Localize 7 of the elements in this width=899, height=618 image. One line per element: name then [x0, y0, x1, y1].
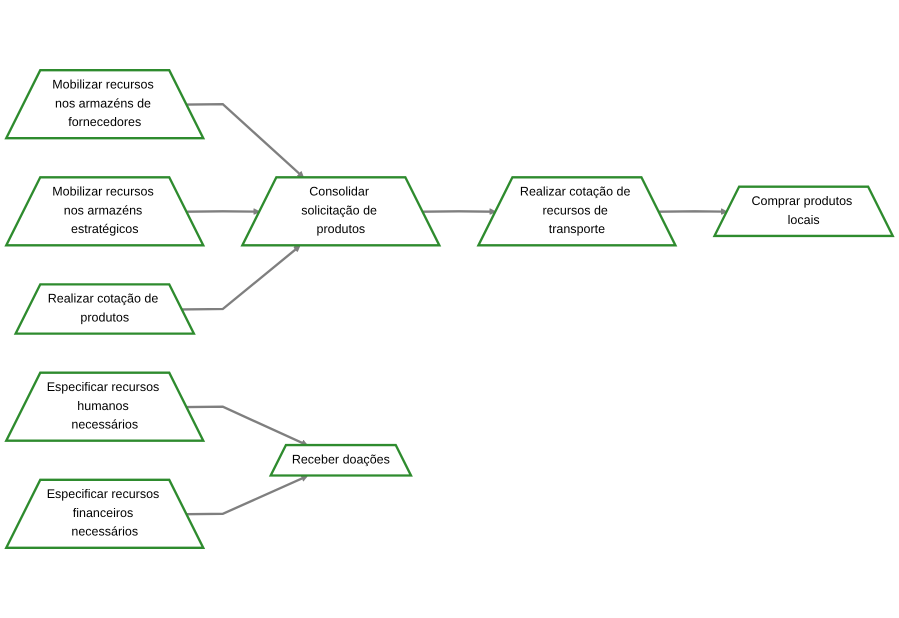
arrow	[186, 103, 304, 178]
arrow	[186, 208, 260, 216]
arrow	[658, 208, 728, 216]
arrow	[186, 475, 308, 516]
arrow	[186, 406, 308, 446]
arrow	[182, 245, 300, 311]
arrow	[422, 208, 496, 216]
